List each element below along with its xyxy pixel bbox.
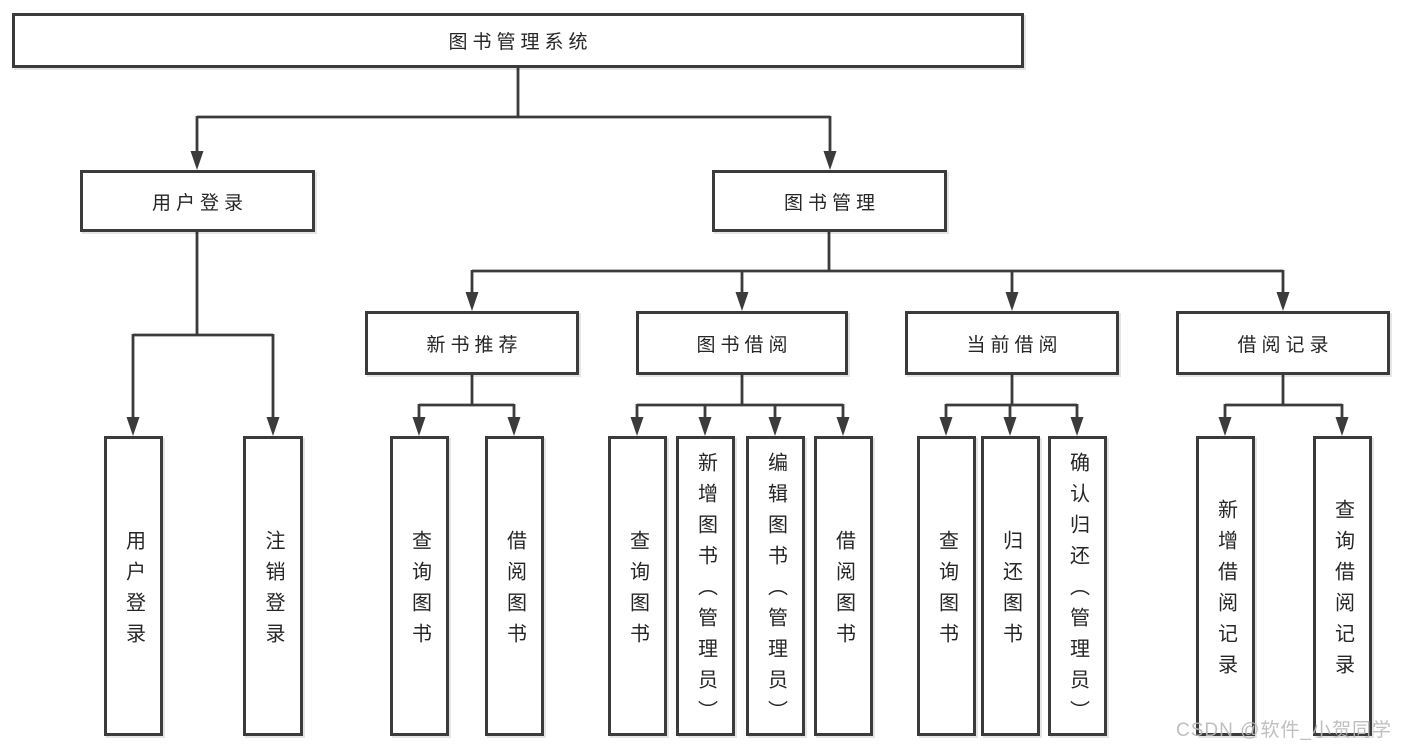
node-library-management-system: 图书管理系统 bbox=[12, 13, 1024, 68]
node-label: 查询图书 bbox=[935, 529, 958, 654]
node-label: 用户登录 bbox=[151, 192, 248, 214]
node-label: 新增借阅记录 bbox=[1214, 498, 1237, 685]
node-label: 图书管理系统 bbox=[448, 32, 593, 53]
node-label: 查询图书 bbox=[626, 529, 649, 654]
wire-segments bbox=[131, 68, 1344, 419]
node-label: 编辑图书（管理员） bbox=[764, 452, 787, 731]
leaf-add-books-admin: 新增图书（管理员） bbox=[676, 436, 735, 736]
node-label: 新增图书（管理员） bbox=[694, 452, 717, 731]
node-label: 图书借阅 bbox=[696, 334, 793, 356]
node-user-login: 用户登录 bbox=[80, 170, 315, 232]
leaf-borrow-books-recommend: 借阅图书 bbox=[485, 436, 544, 736]
node-label: 借阅图书 bbox=[832, 529, 855, 654]
node-label: 借阅记录 bbox=[1237, 334, 1334, 356]
node-label: 注销登录 bbox=[262, 529, 284, 654]
node-new-book-recommend: 新书推荐 bbox=[365, 311, 579, 375]
node-label: 图书管理 bbox=[783, 192, 880, 214]
node-book-management: 图书管理 bbox=[712, 170, 947, 232]
arrowheads bbox=[126, 151, 1349, 436]
leaf-edit-books-admin: 编辑图书（管理员） bbox=[746, 436, 805, 736]
leaf-user-login: 用户登录 bbox=[104, 436, 163, 736]
node-book-borrowing: 图书借阅 bbox=[636, 311, 848, 375]
node-borrowing-records: 借阅记录 bbox=[1176, 311, 1390, 375]
leaf-logout: 注销登录 bbox=[243, 436, 303, 736]
node-label: 当前借阅 bbox=[966, 334, 1063, 356]
node-current-borrowing: 当前借阅 bbox=[905, 311, 1119, 375]
node-label: 归还图书 bbox=[999, 529, 1022, 654]
leaf-borrow-books: 借阅图书 bbox=[814, 436, 873, 736]
leaf-query-books-borrowing: 查询图书 bbox=[608, 436, 667, 736]
leaf-query-borrow-record: 查询借阅记录 bbox=[1313, 436, 1372, 736]
node-label: 查询借阅记录 bbox=[1331, 498, 1354, 685]
leaf-confirm-return-admin: 确认归还（管理员） bbox=[1048, 436, 1107, 736]
node-label: 查询图书 bbox=[408, 529, 431, 654]
leaf-add-borrow-record: 新增借阅记录 bbox=[1196, 436, 1255, 736]
leaf-return-books: 归还图书 bbox=[981, 436, 1040, 736]
csdn-watermark: CSDN @软件_小贺同学 bbox=[1176, 720, 1392, 741]
node-label: 借阅图书 bbox=[503, 529, 526, 654]
leaf-query-books-recommend: 查询图书 bbox=[390, 436, 449, 736]
node-label: 确认归还（管理员） bbox=[1066, 452, 1089, 731]
leaf-query-books-current: 查询图书 bbox=[917, 436, 976, 736]
node-label: 用户登录 bbox=[122, 529, 145, 654]
node-label: 新书推荐 bbox=[426, 334, 523, 356]
